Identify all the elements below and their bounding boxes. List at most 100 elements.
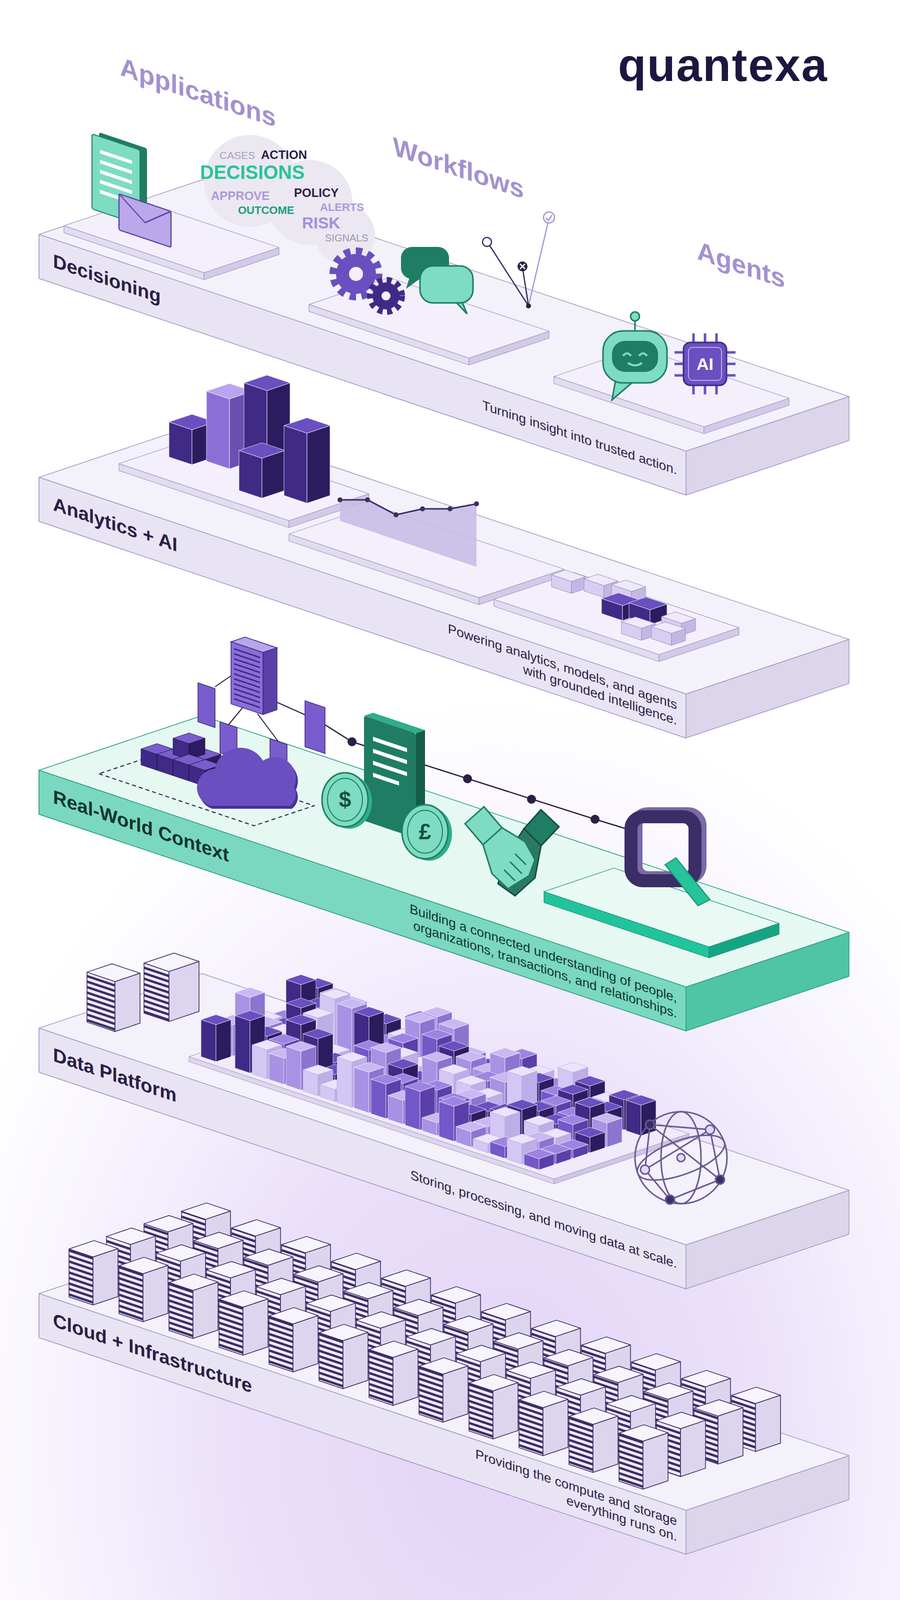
rack-top — [144, 953, 199, 972]
globe-node — [705, 1125, 715, 1135]
gear-teeth — [370, 280, 402, 312]
label-box: CASES — [219, 150, 255, 161]
block-top — [611, 580, 646, 592]
q-logo-icon — [631, 814, 710, 906]
data-bar-top — [524, 1149, 554, 1159]
server-rack-front — [519, 1400, 543, 1456]
data-bar-front — [286, 1046, 301, 1091]
globe-node — [665, 1195, 675, 1205]
server-rack-outline — [619, 1433, 643, 1490]
server-rack-top — [606, 1396, 656, 1413]
rack-stripes — [144, 963, 169, 1022]
data-bar-top — [303, 1008, 333, 1019]
chip-pin — [704, 385, 707, 395]
server-rack-front — [569, 1417, 593, 1473]
data-bar-top — [507, 1100, 537, 1110]
globe-icon — [632, 1112, 730, 1205]
block-top — [629, 597, 667, 610]
server-rack-top — [506, 1362, 556, 1379]
label-box: Workflows — [393, 133, 524, 203]
rack-stripes — [87, 972, 115, 1032]
data-bar-top — [626, 1095, 656, 1106]
server-rack-top — [419, 1358, 468, 1375]
server-rack-front — [219, 1299, 243, 1356]
server-rack-top — [544, 1350, 593, 1367]
gear-hole — [349, 267, 363, 281]
data-bar-top — [439, 1041, 469, 1052]
label-box: $ — [339, 789, 351, 811]
server-rack-side — [680, 1420, 706, 1477]
data-bar-front — [626, 1100, 641, 1136]
data-bar-front — [337, 1057, 352, 1108]
server-rack-top — [481, 1304, 531, 1321]
data-bar-top — [439, 1064, 469, 1075]
server-rack-top — [469, 1375, 518, 1392]
server-rack-front — [619, 1433, 643, 1490]
document-line — [100, 181, 132, 192]
globe-node — [715, 1175, 725, 1185]
envelope-flap — [119, 194, 171, 232]
band-front — [39, 477, 686, 738]
server-rack-top — [219, 1291, 268, 1308]
data-bar-top — [575, 1127, 605, 1138]
globe-outline — [635, 1112, 727, 1204]
envelope-body — [119, 194, 171, 248]
chart-area — [340, 500, 477, 567]
band-face: Real-World ContextBuilding a connected u… — [39, 770, 686, 1031]
server-rack-top — [306, 1295, 356, 1312]
rack-side — [169, 962, 199, 1022]
server-rack-top — [394, 1299, 443, 1316]
chat-icon — [401, 247, 473, 314]
data-bar-top — [592, 1113, 622, 1124]
data-bar-top — [320, 989, 350, 1000]
data-bar-top — [286, 998, 316, 1009]
server-rack-top — [344, 1283, 393, 1300]
server-rack-outline — [469, 1383, 493, 1440]
server-rack-side — [543, 1400, 568, 1457]
server-rack-side — [93, 1249, 118, 1306]
document-line — [100, 151, 132, 162]
server-rack-side — [343, 1333, 368, 1390]
server-rack-side — [718, 1408, 743, 1465]
server-rack-top — [319, 1324, 368, 1341]
server-rack-top — [206, 1262, 256, 1279]
data-bar-top — [371, 1074, 401, 1085]
bar-side — [307, 425, 330, 503]
chip-pin — [715, 385, 718, 395]
word-cloud-term: APPROVE — [211, 190, 270, 202]
chat-tail-back — [406, 276, 421, 289]
globe-node — [645, 1120, 655, 1130]
robot-antenna-ball — [630, 312, 640, 321]
icon-text: AI — [696, 355, 714, 373]
server-rack-stripes — [169, 1283, 193, 1339]
band-front — [39, 770, 686, 1031]
server-rack-front — [69, 1249, 93, 1306]
chip-pin — [726, 363, 736, 366]
server-rack-top — [494, 1333, 543, 1350]
layer-description: Powering analytics, models, and agents w… — [423, 613, 677, 729]
server-rack-top — [144, 1216, 193, 1233]
block-top — [651, 622, 686, 634]
workflow-cross — [520, 264, 525, 269]
layer-band: DecisioningTurning insight into trusted … — [39, 234, 686, 495]
label-box: ACTION — [261, 149, 307, 161]
data-bar-front — [354, 1067, 369, 1114]
data-bar-front — [252, 1045, 267, 1079]
server-rack-top — [406, 1329, 456, 1346]
section-heading: Applications — [120, 53, 276, 132]
server-rack-top — [681, 1371, 731, 1388]
layer-title: Cloud + Infrastructure — [53, 1310, 252, 1398]
data-bar-top — [575, 1076, 605, 1087]
layer-description: Building a connected understanding of pe… — [347, 880, 677, 1022]
gear-icon — [333, 251, 402, 312]
band-face: DecisioningTurning insight into trusted … — [39, 234, 686, 495]
server-rack-top — [231, 1220, 281, 1237]
data-platform-slab — [39, 953, 849, 1290]
server-rack-stripes — [569, 1417, 593, 1473]
chain-dot — [463, 774, 472, 784]
server-rack-top — [181, 1203, 231, 1220]
data-bar-top — [422, 1052, 452, 1062]
server-rack-outline — [119, 1266, 143, 1322]
server-rack-top — [619, 1425, 668, 1442]
server-rack-outline — [369, 1350, 393, 1406]
